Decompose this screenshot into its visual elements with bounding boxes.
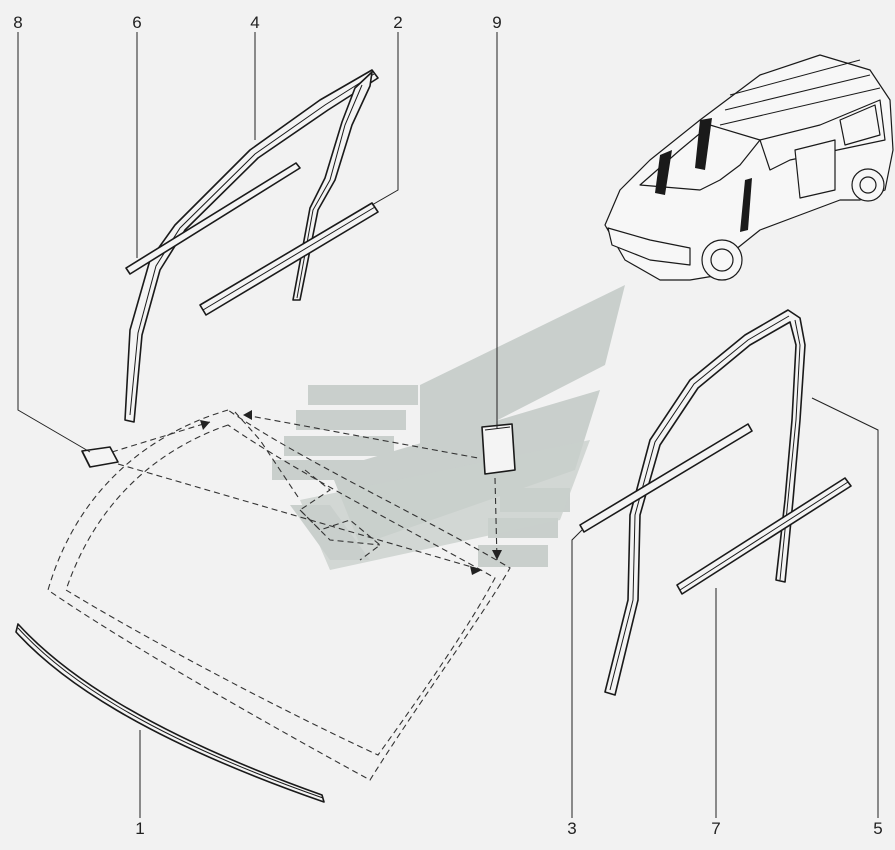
arrowheads [200, 410, 502, 575]
part-7-belt-strip [676, 477, 852, 595]
callout-9: 9 [492, 13, 501, 32]
part-2-belt-strip [199, 202, 379, 316]
callout-3: 3 [567, 819, 576, 838]
car-illustration [604, 54, 894, 281]
callout-labels: 8 6 4 2 9 1 3 7 5 [13, 13, 882, 838]
part-5-door-seal [604, 309, 806, 696]
leader-lines [17, 32, 879, 818]
part-6-strip [125, 162, 301, 275]
part-9-pad [481, 423, 516, 475]
windshield-outline [47, 409, 511, 781]
callout-2: 2 [393, 13, 402, 32]
part-8-block [81, 446, 119, 468]
callout-7: 7 [711, 819, 720, 838]
part-3-strip [579, 423, 753, 533]
callout-4: 4 [250, 13, 259, 32]
callout-1: 1 [135, 819, 144, 838]
callout-8: 8 [13, 13, 22, 32]
callout-5: 5 [873, 819, 882, 838]
part-1-molding [15, 623, 325, 803]
watermark-logo [272, 285, 625, 570]
callout-6: 6 [132, 13, 141, 32]
